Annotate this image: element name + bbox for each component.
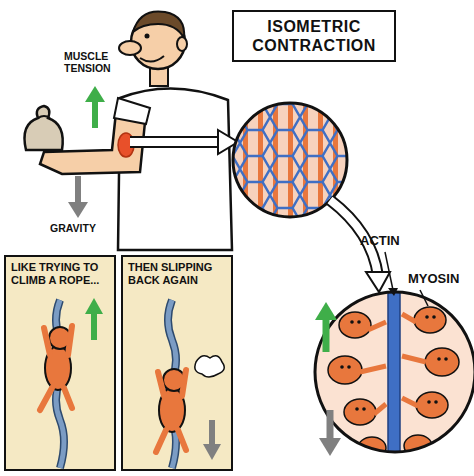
comic-panel: LIKE TRYING TO CLIMB A ROPE... <box>4 255 116 471</box>
rope-slip <box>123 257 231 469</box>
part-label: MUSCLE TENSION <box>64 50 124 74</box>
tension-arrow <box>92 100 98 128</box>
part-label: GRAVITY <box>50 222 96 234</box>
zoom-circle <box>233 103 347 217</box>
panel-caption: THEN SLIPPING BACK AGAIN <box>128 261 226 287</box>
rope-climb <box>6 257 114 469</box>
part-label: MYOSIN <box>408 272 459 287</box>
comic-panel: THEN SLIPPING BACK AGAIN <box>121 255 233 471</box>
title-box: ISOMETRIC CONTRACTION <box>232 10 396 62</box>
weight-bag <box>25 106 63 150</box>
gravity-arrow <box>75 176 81 204</box>
part-label: ACTIN <box>360 234 400 249</box>
nose <box>119 41 141 55</box>
title: ISOMETRIC CONTRACTION <box>242 17 386 55</box>
panel-caption: LIKE TRYING TO CLIMB A ROPE... <box>11 261 109 287</box>
